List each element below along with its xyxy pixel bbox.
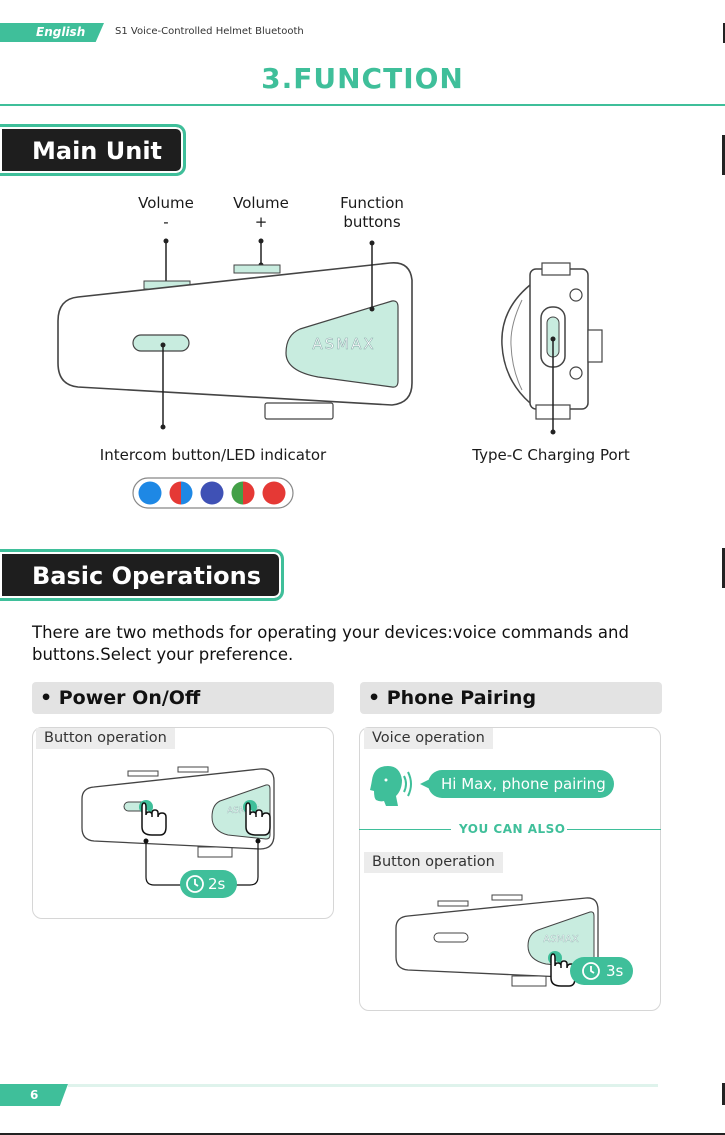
document-title: S1 Voice-Controlled Helmet Bluetooth bbox=[115, 26, 304, 37]
asmax-logo: ASMAX bbox=[312, 335, 375, 353]
language-tab: English bbox=[0, 23, 104, 42]
power-button-chip: Button operation bbox=[36, 728, 175, 749]
crop-mark bbox=[722, 548, 725, 588]
led-color-dot-left bbox=[200, 481, 212, 505]
intro-paragraph: There are two methods for operating your… bbox=[32, 623, 629, 664]
asmax-logo: ASMAX bbox=[227, 806, 259, 816]
page-number: 6 bbox=[0, 1084, 68, 1106]
led-color-dot-right bbox=[243, 481, 255, 505]
label-volume-minus: Volume- bbox=[138, 194, 194, 231]
label-intercom-led: Intercom button/LED indicator bbox=[99, 446, 327, 464]
led-color-strip bbox=[132, 477, 294, 509]
hand-pointer-icon bbox=[245, 802, 271, 836]
button-operation-chip: Button operation bbox=[364, 852, 503, 873]
power-on-off-heading: • Power On/Off bbox=[32, 682, 334, 714]
page-bottom-rule bbox=[0, 1133, 725, 1135]
crop-mark bbox=[722, 1083, 725, 1105]
title-divider bbox=[0, 104, 725, 106]
main-unit-illustration: ASMAX bbox=[57, 238, 413, 430]
crop-mark bbox=[723, 23, 725, 43]
type-c-side-view bbox=[501, 262, 603, 435]
phone-pairing-heading: • Phone Pairing bbox=[360, 682, 662, 714]
led-color-dot-right bbox=[274, 481, 286, 505]
hand-pointer-icon bbox=[550, 953, 576, 987]
section-heading-basic-operations: Basic Operations bbox=[0, 549, 284, 601]
led-color-dot-right bbox=[181, 481, 193, 505]
also-divider-left bbox=[359, 829, 451, 830]
pairing-timer-pill: 3s bbox=[570, 957, 633, 985]
led-color-dot-right bbox=[212, 481, 224, 505]
section-heading-main-unit: Main Unit bbox=[0, 124, 186, 176]
power-timer-pill: 2s bbox=[180, 870, 237, 898]
bubble-tail bbox=[420, 778, 432, 790]
hand-pointer-icon bbox=[141, 802, 167, 836]
voice-operation-chip: Voice operation bbox=[364, 728, 493, 749]
clock-icon bbox=[186, 875, 204, 893]
led-color-dot-left bbox=[138, 481, 150, 505]
pairing-operation-illustration: ASMAX bbox=[395, 894, 599, 987]
label-type-c-port: Type-C Charging Port bbox=[472, 446, 630, 464]
power-operation-illustration: ASMAX bbox=[81, 766, 275, 886]
led-color-dot-left bbox=[262, 481, 274, 505]
footer-divider bbox=[68, 1084, 658, 1087]
also-divider-right bbox=[567, 829, 661, 830]
led-color-dot-left bbox=[169, 481, 181, 505]
speaking-head-icon bbox=[370, 766, 412, 806]
page-title: 3.FUNCTION bbox=[261, 62, 464, 95]
led-color-dot-left bbox=[231, 481, 243, 505]
led-color-dot-right bbox=[150, 481, 162, 505]
voice-command-bubble: Hi Max, phone pairing bbox=[428, 770, 614, 798]
crop-mark bbox=[722, 135, 725, 175]
you-can-also-label: YOU CAN ALSO bbox=[459, 822, 566, 836]
asmax-logo: ASMAX bbox=[543, 934, 579, 945]
clock-icon bbox=[582, 962, 600, 980]
label-volume-plus: Volume+ bbox=[233, 194, 289, 231]
